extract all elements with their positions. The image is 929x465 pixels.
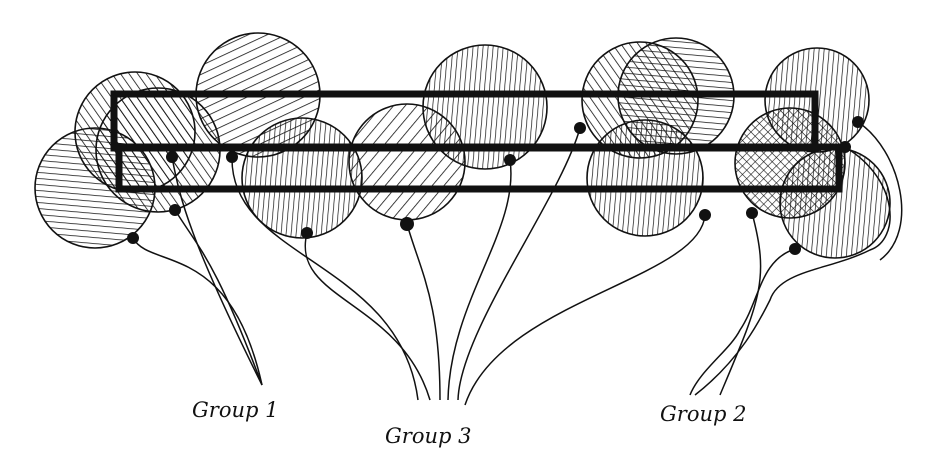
sensor-node: [504, 154, 516, 166]
group-3-label: Group 3: [385, 424, 472, 448]
sensor-circle: [241, 117, 363, 239]
sensor-node: [746, 207, 758, 219]
sensor-circle: [422, 44, 548, 170]
group-1-label: Group 1: [192, 398, 279, 422]
sensor-node: [400, 217, 414, 231]
boundary-rectangles: [110, 90, 843, 193]
sensor-node: [226, 151, 238, 163]
connection-wires: [132, 121, 903, 406]
sensor-node: [166, 151, 178, 163]
sensor-node: [301, 227, 313, 239]
sensor-node: [699, 209, 711, 221]
sensor-nodes: [127, 116, 864, 255]
sensor-node: [574, 122, 586, 134]
sensor-node: [789, 243, 801, 255]
sensor-circle: [779, 147, 891, 259]
sensor-node: [839, 141, 851, 153]
lower-rectangle: [115, 143, 843, 193]
sensor-node: [127, 232, 139, 244]
sensor-node: [852, 116, 864, 128]
group-2-label: Group 2: [660, 402, 747, 426]
sensor-node: [169, 204, 181, 216]
